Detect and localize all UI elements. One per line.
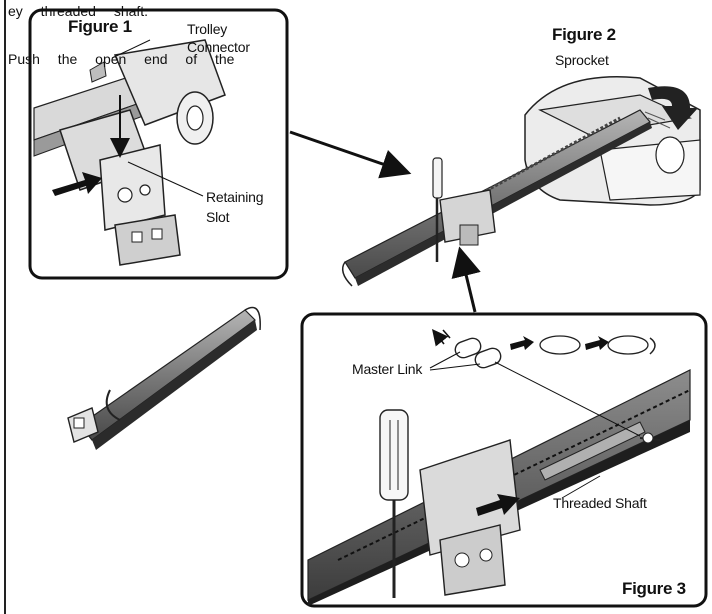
loose-rail-drawing xyxy=(67,306,261,450)
sprocket-label: Sprocket xyxy=(555,52,609,68)
retaining-slot-label-line2: Slot xyxy=(206,209,230,225)
figure3-title: Figure 3 xyxy=(622,579,686,598)
figure1-panel xyxy=(28,8,289,280)
threaded-shaft-label: Threaded Shaft xyxy=(553,495,647,511)
instruction-line-2: Push the open end of the xyxy=(8,51,235,67)
figure3-panel xyxy=(300,312,708,608)
retaining-slot-label-line1: Retaining xyxy=(206,189,264,205)
figure2-drawing xyxy=(341,76,701,287)
trolley-connector-label-line2: Connector xyxy=(187,39,250,55)
figure2-title: Figure 2 xyxy=(552,25,616,44)
trolley-connector-label-line1: Trolley xyxy=(187,21,228,37)
figure1-title: Figure 1 xyxy=(68,17,132,36)
master-link-label: Master Link xyxy=(352,361,423,377)
master-link-parts xyxy=(432,329,661,444)
instruction-line-1: ey threaded shaft. xyxy=(8,3,149,19)
